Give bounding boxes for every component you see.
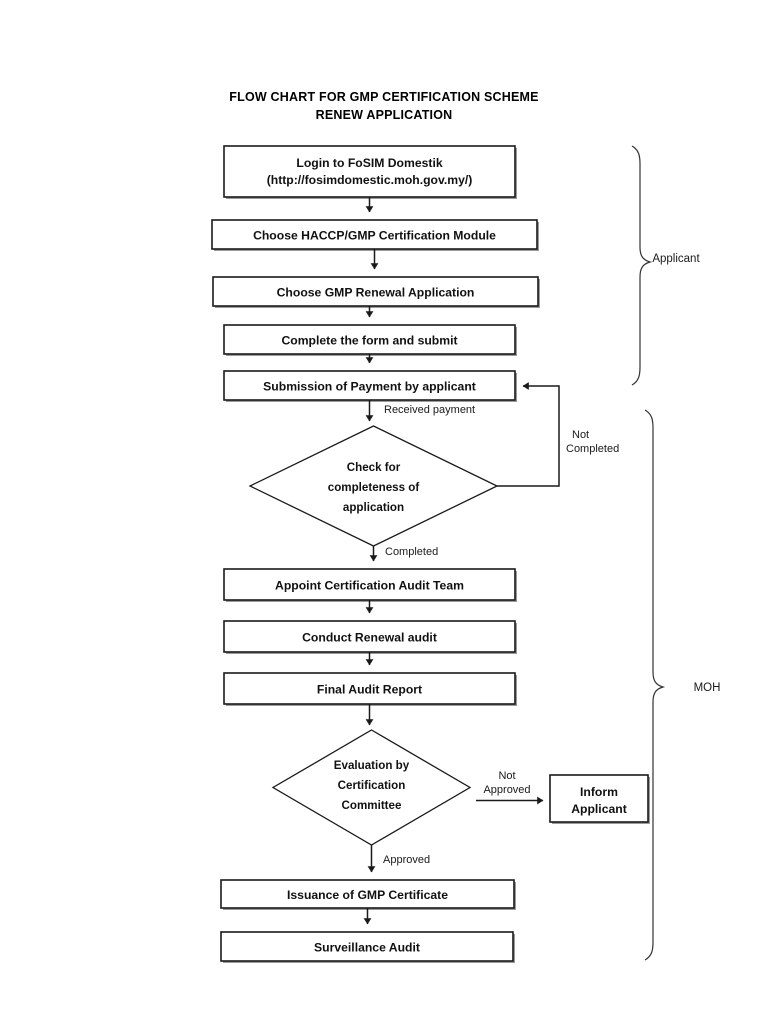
node-final-audit-report-label: Final Audit Report xyxy=(317,683,422,697)
node-conduct-renewal-audit-label: Conduct Renewal audit xyxy=(302,631,437,645)
group-label-applicant: Applicant xyxy=(652,253,700,265)
edge-label-not-completed-line-1: Not xyxy=(572,429,589,441)
edge-label-not-approved-line-2: Approved xyxy=(483,784,530,796)
edge-label-completed: Completed xyxy=(385,546,438,558)
group-brace-moh: MOH xyxy=(644,409,721,961)
node-issuance-certificate-label: Issuance of GMP Certificate xyxy=(287,888,448,902)
node-surveillance-audit[interactable]: Surveillance Audit xyxy=(220,931,515,963)
node-inform-applicant-line-1: Inform xyxy=(580,785,618,799)
edge-label-not-completed-line-2: Completed xyxy=(566,443,619,455)
node-check-completeness-line-3: application xyxy=(343,501,404,514)
node-complete-form[interactable]: Complete the form and submit xyxy=(223,324,517,356)
node-final-audit-report[interactable]: Final Audit Report xyxy=(223,672,517,706)
node-login[interactable]: Login to FoSIM Domestik (http://fosimdom… xyxy=(223,145,517,199)
node-evaluation-committee[interactable]: Evaluation by Certification Committee xyxy=(271,729,472,846)
node-check-completeness-line-2: completeness of xyxy=(328,481,420,494)
node-evaluation-committee-line-3: Committee xyxy=(342,799,402,812)
node-appoint-audit-team[interactable]: Appoint Certification Audit Team xyxy=(223,568,517,602)
node-check-completeness-line-1: Check for xyxy=(347,461,401,474)
node-surveillance-audit-label: Surveillance Audit xyxy=(314,941,420,955)
node-complete-form-label: Complete the form and submit xyxy=(281,334,457,348)
node-check-completeness[interactable]: Check for completeness of application xyxy=(248,425,499,547)
node-submission-payment[interactable]: Submission of Payment by applicant xyxy=(223,370,517,402)
node-evaluation-committee-line-2: Certification xyxy=(338,779,406,792)
group-label-moh: MOH xyxy=(694,682,721,694)
node-submission-payment-label: Submission of Payment by applicant xyxy=(263,380,476,394)
node-issuance-certificate[interactable]: Issuance of GMP Certificate xyxy=(220,879,516,910)
edge-check-to-payment-not-completed xyxy=(497,382,560,487)
edge-label-received-payment: Received payment xyxy=(384,404,475,416)
node-appoint-audit-team-label: Appoint Certification Audit Team xyxy=(275,579,464,593)
node-login-line-1: Login to FoSIM Domestik xyxy=(296,156,442,170)
edge-label-approved: Approved xyxy=(383,854,430,866)
node-conduct-renewal-audit[interactable]: Conduct Renewal audit xyxy=(223,620,517,654)
node-choose-renewal[interactable]: Choose GMP Renewal Application xyxy=(212,276,540,308)
node-inform-applicant-line-2: Applicant xyxy=(571,802,627,816)
node-evaluation-committee-line-1: Evaluation by xyxy=(334,759,410,772)
node-login-line-2: (http://fosimdomestic.moh.gov.my/) xyxy=(267,173,473,187)
node-inform-applicant[interactable]: Inform Applicant xyxy=(549,774,650,824)
node-choose-module[interactable]: Choose HACCP/GMP Certification Module xyxy=(211,219,539,251)
node-choose-module-label: Choose HACCP/GMP Certification Module xyxy=(253,229,496,243)
edge-label-not-approved-line-1: Not xyxy=(498,770,515,782)
chart-title-line-2: RENEW APPLICATION xyxy=(316,108,453,122)
group-brace-applicant: Applicant xyxy=(631,145,700,386)
node-choose-renewal-label: Choose GMP Renewal Application xyxy=(277,286,475,300)
chart-title-line-1: FLOW CHART FOR GMP CERTIFICATION SCHEME xyxy=(229,90,538,104)
